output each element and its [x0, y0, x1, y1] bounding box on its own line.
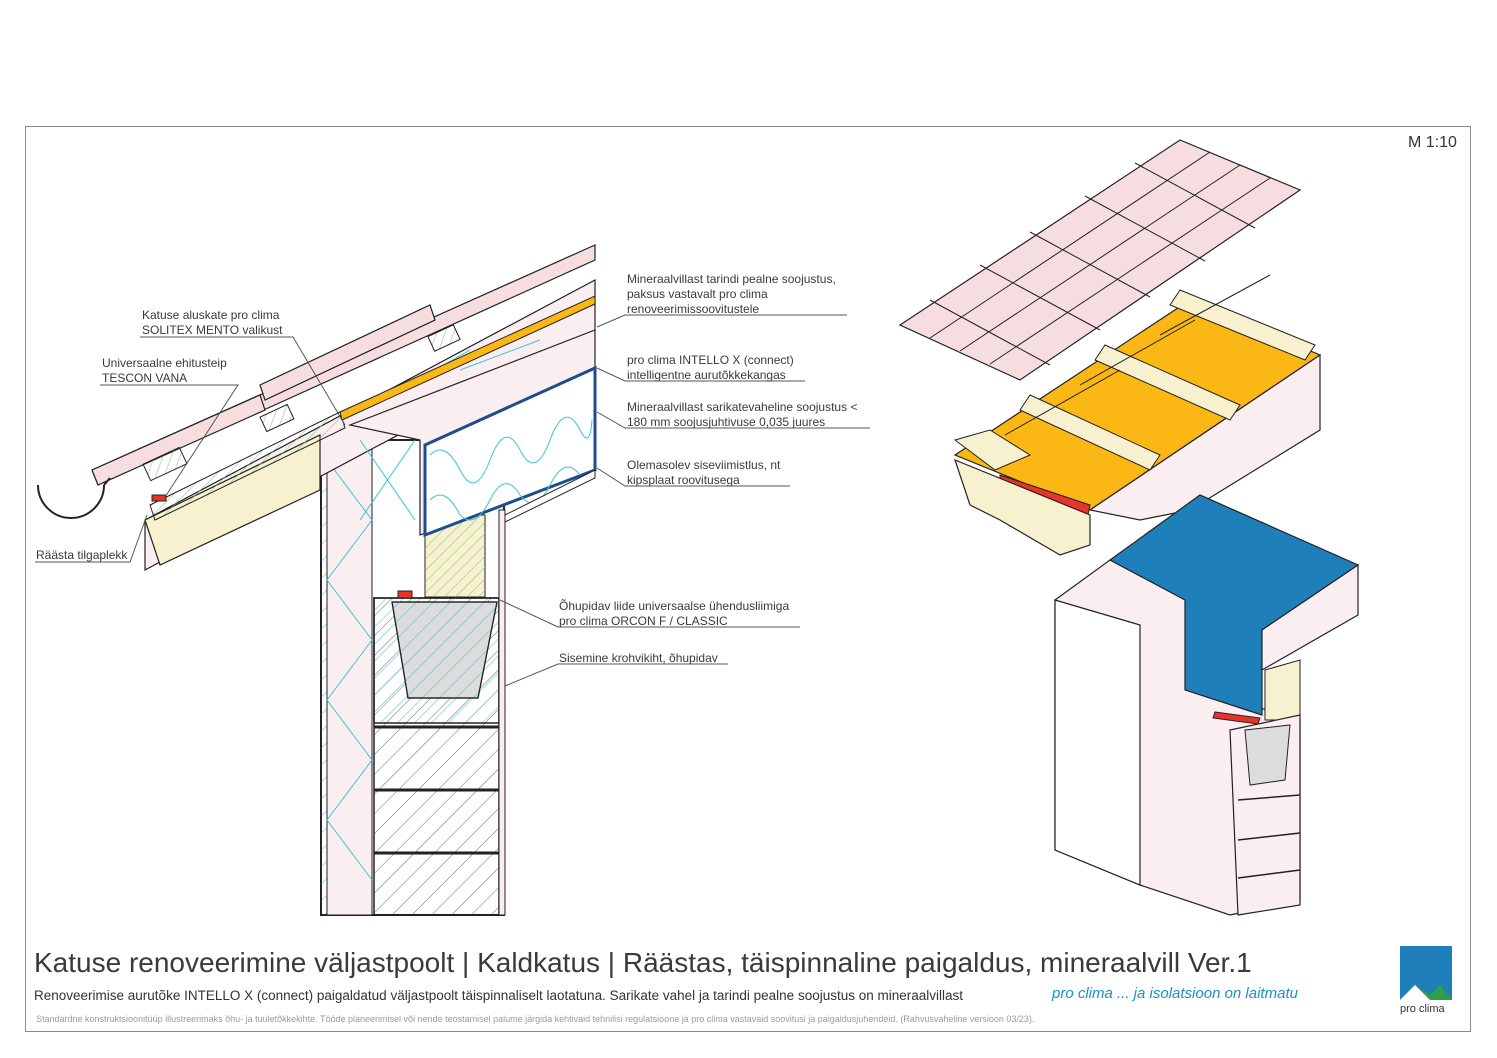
label-above-insulation: Mineraalvillast tarindi pealne soojustus…	[627, 272, 836, 316]
drawing-title: Katuse renoveerimine väljastpoolt | Kald…	[34, 947, 1252, 978]
drawing-frame	[25, 126, 1471, 1032]
tape-eaves	[151, 494, 167, 502]
label-airtight-joint: Õhupidav liide universaalse ühendusliimi…	[559, 599, 790, 628]
disclaimer-note: Standardne konstruktsioonitüüp illustree…	[36, 1014, 1035, 1024]
section-drawing	[37, 244, 597, 916]
label-plaster: Sisemine krohvikiht, õhupidav	[559, 651, 718, 665]
scale-label: M 1:10	[1408, 134, 1457, 151]
label-between-insulation: Mineraalvillast sarikatevaheline soojust…	[627, 400, 858, 429]
slogan: pro clima ... ja isolatsioon on laitmatu	[1052, 985, 1298, 1002]
logo-text: pro clima	[1400, 1003, 1445, 1015]
airtight-tape-section	[397, 590, 413, 599]
drawing-subtitle: Renoveerimise aurutõke INTELLO X (connec…	[34, 988, 964, 1003]
label-eaves-flashing: Räästa tilgaplekk	[36, 548, 128, 562]
wall-plaster-left	[320, 439, 328, 916]
pro-clima-logo-icon	[1400, 946, 1452, 1000]
gutter	[37, 484, 105, 519]
iso-tiles	[898, 139, 1302, 381]
leader-lines	[35, 314, 870, 687]
counter-battens	[149, 411, 346, 521]
iso-membrane	[1108, 494, 1360, 716]
isometric-view	[898, 139, 1360, 916]
label-membrane: pro clima INTELLO X (connect)intelligent…	[627, 353, 794, 382]
wall-plaster-right	[498, 509, 506, 916]
